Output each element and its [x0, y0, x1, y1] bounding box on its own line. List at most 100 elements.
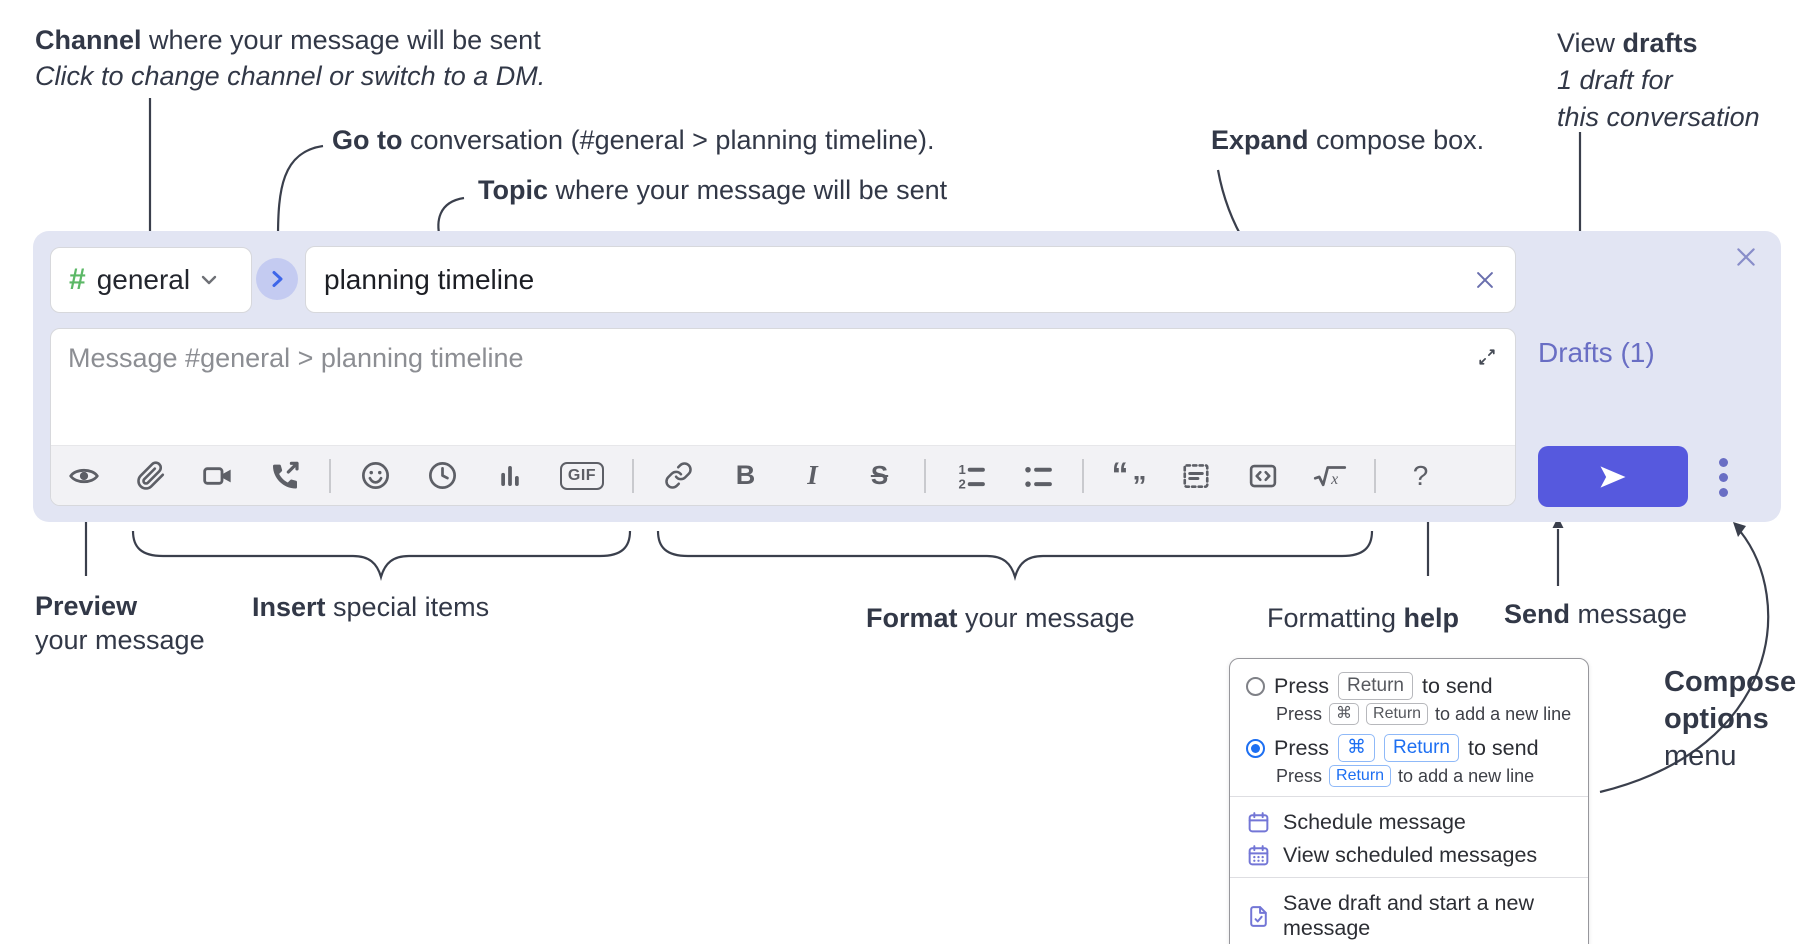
italic-button[interactable]: I [790, 453, 835, 498]
send-option-cmd-return[interactable]: Press ⌘ Return to send [1246, 734, 1572, 762]
poll-button[interactable] [487, 453, 532, 498]
phone-forward-icon [272, 461, 299, 489]
gif-button[interactable]: GIF [554, 453, 610, 498]
close-icon [1477, 272, 1493, 288]
formatting-help-annotation: Formatting help [1267, 603, 1460, 633]
chevron-down-icon [201, 275, 217, 285]
channel-name: general [96, 264, 191, 295]
radio-unselected-icon[interactable] [1246, 676, 1265, 696]
menu-item-view-scheduled[interactable]: View scheduled messages [1246, 839, 1572, 872]
ordered-list-icon: 1 2 [958, 462, 985, 491]
compose-options-annotation: Compose options menu [1664, 666, 1797, 772]
topic-input[interactable] [306, 247, 1515, 312]
calendar-grid-icon [1248, 845, 1269, 866]
toolbar-divider [1082, 458, 1084, 493]
format-brace [656, 530, 1374, 581]
compose-options-menu: Press Return to send Press ⌘ Return to a… [1229, 658, 1589, 944]
return-key-chip: Return [1383, 734, 1459, 762]
blockquote-button[interactable]: “ ” [1106, 453, 1151, 501]
strikethrough-button[interactable]: S [857, 453, 902, 498]
view-drafts-annotation: View drafts 1 draft for this conversatio… [1557, 28, 1760, 132]
svg-text:1: 1 [958, 462, 965, 477]
go-to-conversation-button[interactable] [256, 258, 298, 300]
link-icon [665, 462, 692, 489]
code-button[interactable] [1240, 453, 1285, 498]
channel-annotation: Channel where your message will be sent … [35, 25, 546, 91]
topic-annotation: Topic where your message will be sent [478, 175, 948, 205]
save-draft-icon [1250, 905, 1267, 927]
menu-item-schedule-message[interactable]: Schedule message [1246, 806, 1572, 839]
format-annotation: Format your message [866, 603, 1135, 633]
code-block-button[interactable] [1173, 453, 1218, 498]
menu-divider [1230, 877, 1588, 878]
italic-icon: I [807, 460, 818, 490]
strikethrough-icon: S [870, 460, 889, 490]
return-key-chip: Return [1337, 672, 1413, 700]
toolbar-divider [924, 458, 926, 493]
insert-brace [131, 530, 632, 581]
topic-input-box [305, 246, 1516, 313]
question-mark-icon: ? [1412, 459, 1429, 491]
message-input[interactable] [51, 329, 1515, 445]
channel-hash-icon: # [69, 263, 86, 296]
toolbar-divider [329, 458, 331, 493]
attach-file-button[interactable] [128, 453, 173, 498]
cmd-key-chip: ⌘ [1329, 703, 1360, 725]
svg-text:2: 2 [958, 476, 965, 491]
video-clip-button[interactable] [195, 453, 240, 498]
video-camera-icon [202, 466, 231, 485]
formatting-help-button[interactable]: ? [1398, 453, 1443, 498]
insert-annotation: Insert special items [252, 592, 490, 622]
kebab-icon [1718, 457, 1728, 497]
toolbar-divider [632, 458, 634, 493]
expand-compose-button[interactable] [1472, 342, 1502, 372]
expand-icon [1479, 349, 1495, 365]
emoji-icon [362, 462, 389, 489]
return-key-chip: Return [1366, 703, 1429, 725]
goto-annotation: Go to conversation (#general > planning … [332, 125, 935, 155]
send-option-return[interactable]: Press Return to send [1246, 672, 1572, 700]
clock-icon [429, 462, 456, 489]
chevron-right-icon [272, 271, 282, 287]
send-option-return-sub: Press ⌘ Return to add a new line [1276, 703, 1572, 725]
audio-call-button[interactable] [262, 453, 307, 498]
calendar-icon [1248, 812, 1269, 833]
expand-annotation: Expand compose box. [1211, 125, 1485, 155]
goto-pointer-line [276, 144, 324, 239]
code-block-icon [1182, 463, 1209, 488]
preview-eye-button[interactable] [61, 453, 106, 498]
menu-item-save-draft[interactable]: Save draft and start a new message [1246, 887, 1572, 944]
link-button[interactable] [656, 453, 701, 498]
clear-topic-button[interactable] [1469, 264, 1501, 296]
code-icon [1249, 464, 1276, 487]
bold-icon: B [735, 460, 756, 490]
ordered-list-button[interactable]: 1 2 [948, 453, 993, 498]
compose-options-button[interactable] [1705, 450, 1741, 504]
send-option-cmd-return-sub: Press Return to add a new line [1276, 765, 1535, 787]
radio-selected-icon[interactable] [1246, 738, 1265, 758]
drafts-link[interactable]: Drafts (1) [1538, 337, 1655, 368]
gif-icon: GIF [559, 461, 605, 490]
send-button[interactable] [1538, 446, 1688, 507]
send-icon [1600, 465, 1626, 488]
message-compose-area: GIF B I S 1 2 [50, 328, 1516, 506]
preview-annotation: Preview your message [35, 591, 205, 655]
bulleted-list-button[interactable] [1015, 453, 1060, 498]
menu-divider [1230, 796, 1588, 797]
formula-icon: x [1313, 465, 1346, 487]
blockquote-icon: “ ” [1111, 455, 1147, 501]
emoji-button[interactable] [353, 453, 398, 498]
return-key-chip: Return [1329, 765, 1392, 787]
send-annotation: Send message [1504, 599, 1688, 629]
eye-icon [68, 468, 99, 483]
channel-selector[interactable]: # general [50, 247, 252, 313]
formula-button[interactable]: x [1307, 453, 1352, 498]
bold-button[interactable]: B [723, 453, 768, 498]
recent-schedule-button[interactable] [420, 453, 465, 498]
close-compose-button[interactable] [1729, 240, 1763, 274]
svg-text:x: x [1330, 470, 1338, 487]
cmd-key-chip: ⌘ [1337, 734, 1375, 762]
formatting-toolbar: GIF B I S 1 2 [51, 445, 1515, 505]
toolbar-divider [1374, 458, 1376, 493]
